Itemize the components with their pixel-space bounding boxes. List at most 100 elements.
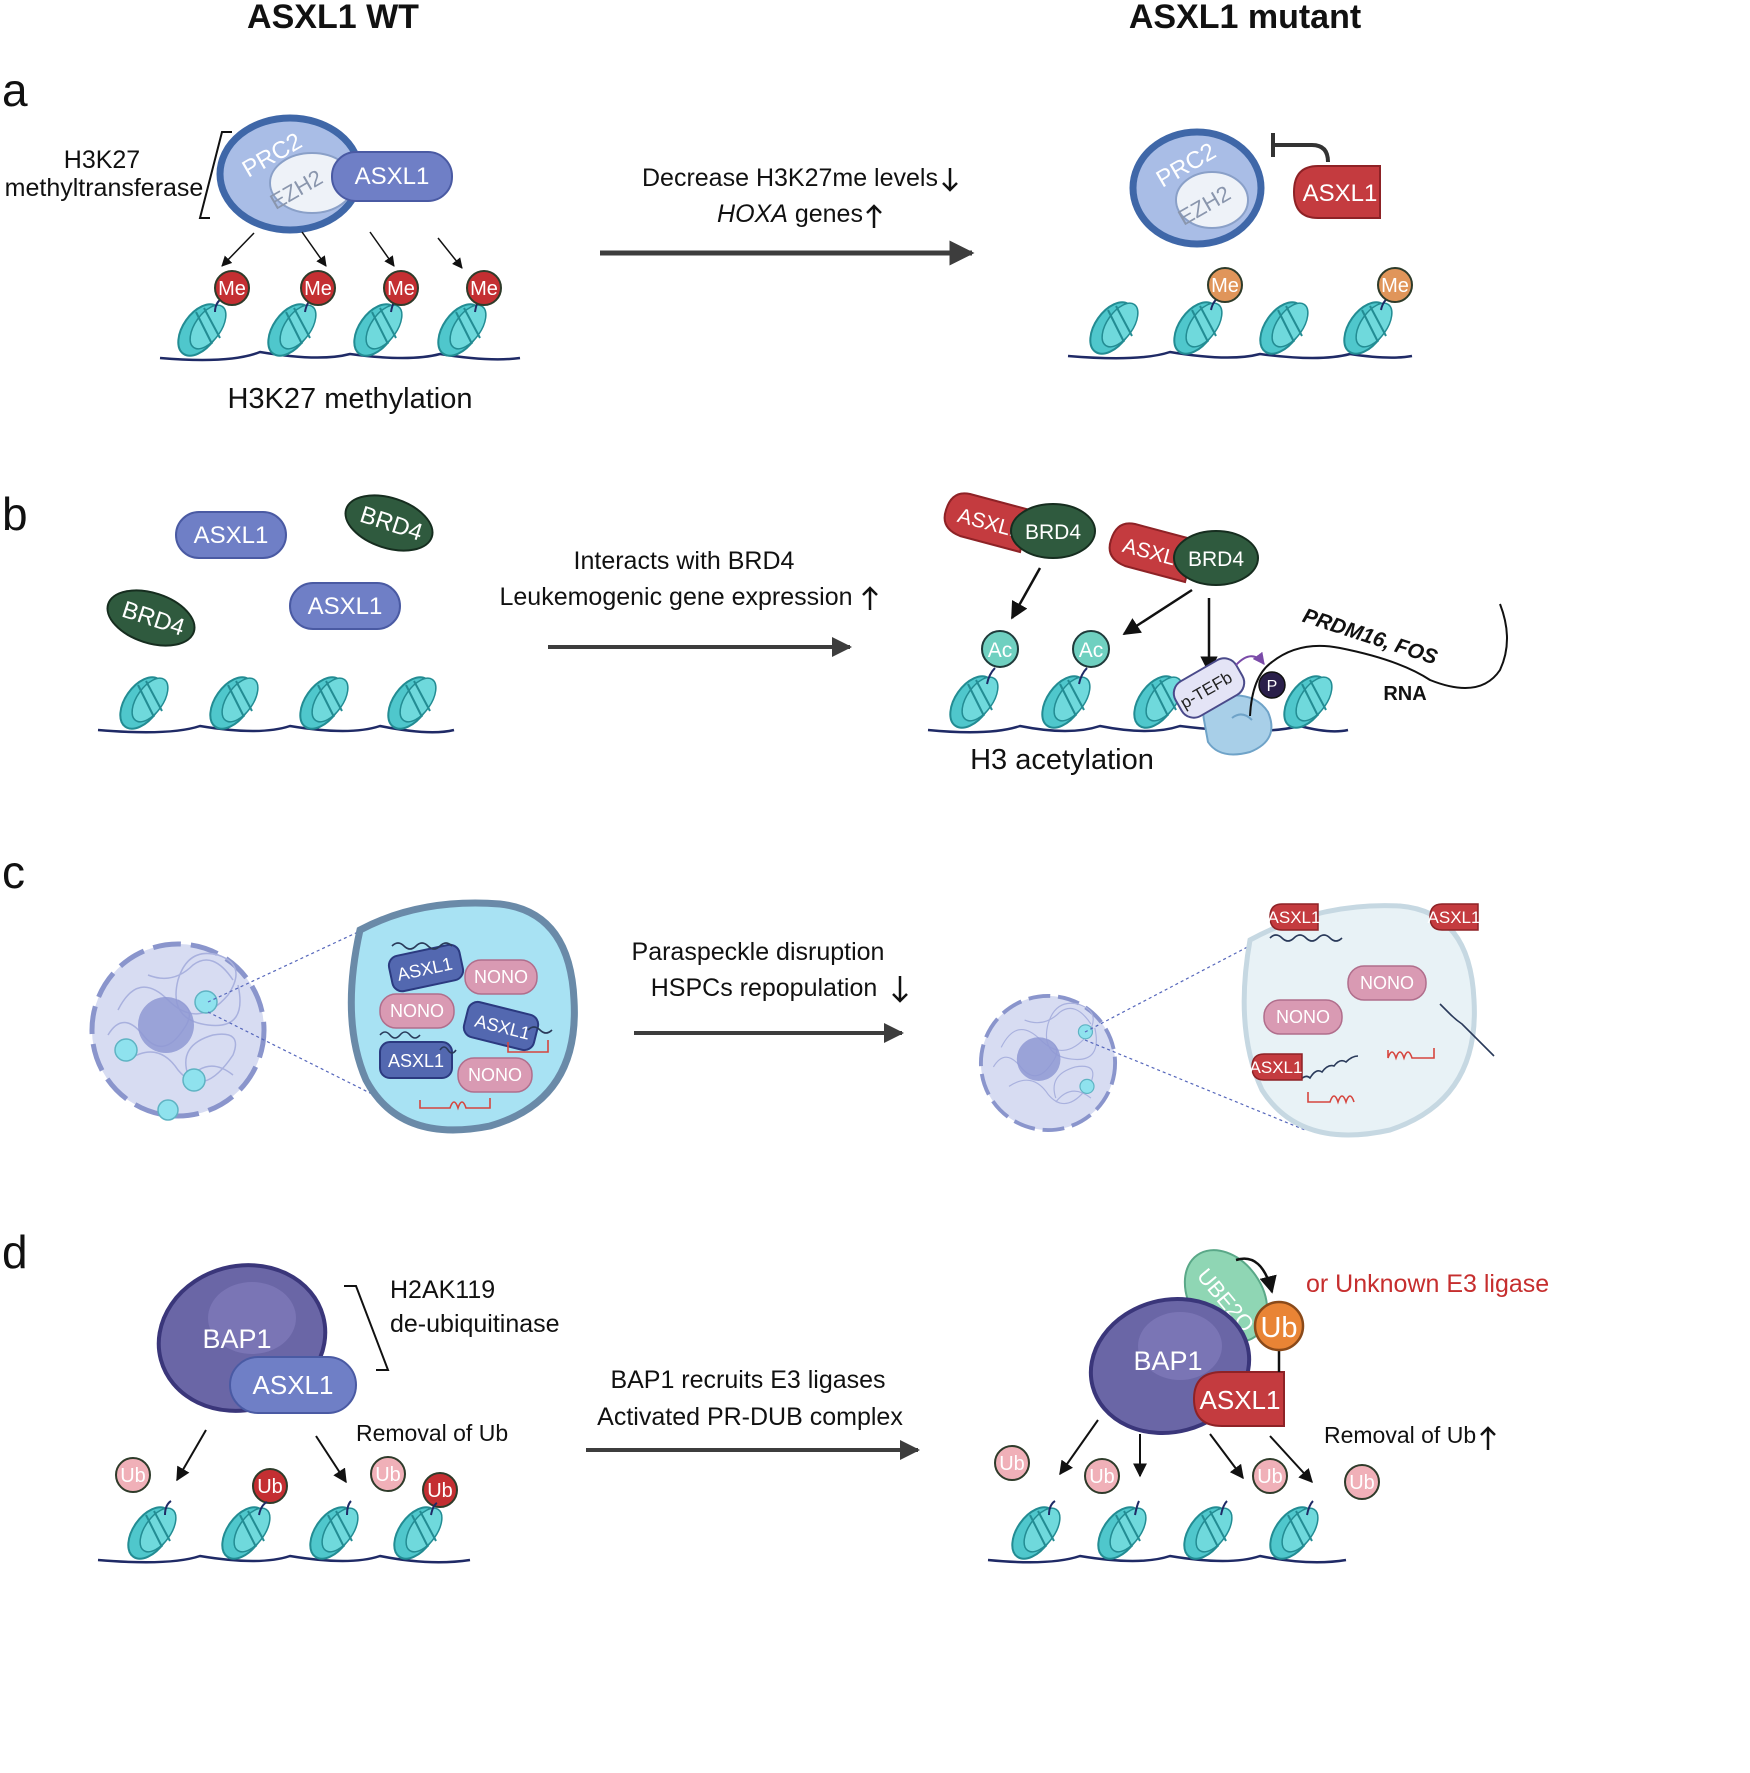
me-mark-mut-1: Me <box>1211 275 1239 297</box>
nucleosomes-a-wt <box>168 295 494 365</box>
ub-marks-wt: Ub Ub Ub Ub <box>115 1456 458 1508</box>
asxl1-wt-a <box>331 151 453 202</box>
ac-marks: Ac Ac <box>981 630 1110 668</box>
me-marks-mut: Me Me <box>1207 267 1413 303</box>
asxl1-label-b-2: ASXL1 <box>308 593 383 620</box>
me-marks-wt: Me Me Me Me <box>214 270 502 306</box>
methyltransferase-label: methyltransferase <box>5 174 204 202</box>
ub-orange <box>1253 1300 1305 1352</box>
me-mark-wt-1: Me <box>218 278 246 300</box>
p-label: P <box>1267 678 1278 695</box>
asxl1-c-wt-1 <box>387 943 465 993</box>
brd4-wt-b-2: BRD4 <box>106 589 196 647</box>
brd4-label-b-mut-1: BRD4 <box>1025 521 1081 544</box>
asxl1-label-a-wt: ASXL1 <box>355 163 430 190</box>
nono-c-mut-2 <box>1263 999 1343 1035</box>
prc2-complex-mut: PRC2 EZH2 <box>1129 128 1265 248</box>
mutant-b-arrows <box>1010 567 1218 674</box>
me-mark-wt-4: Me <box>470 278 498 300</box>
histone-tails-a-wt <box>214 295 482 313</box>
cell-nucleus-mut <box>978 993 1118 1133</box>
inhibition-line-a <box>1271 133 1330 163</box>
ub-mark-mut-3: Ub <box>1257 1466 1283 1488</box>
panel-label-c: c <box>2 846 25 898</box>
ub-orange-label: Ub <box>1260 1312 1297 1344</box>
asxl1-c-mut-2: ASXL1 <box>1428 903 1481 931</box>
asxl1-wt-b-2 <box>289 582 401 630</box>
arrow-a-line1-down <box>942 168 958 192</box>
h3-acetylation-label: H3 acetylation <box>970 744 1154 776</box>
zoom-line-mut-top <box>1084 929 1281 1033</box>
arrow-b-line1: Interacts with BRD4 <box>574 547 795 575</box>
ub-mark-wt-bound-2: Ub <box>427 1480 453 1502</box>
asxl1-label-d-wt: ASXL1 <box>253 1370 334 1400</box>
dna-strand-a-mut <box>1067 350 1413 360</box>
ub-mark-mut-2: Ub <box>1089 1466 1115 1488</box>
removal-up-arrow <box>1480 1426 1496 1450</box>
cell-nucleus-wt <box>92 944 264 1121</box>
asxl1-label-c-wt-3: ASXL1 <box>388 1051 444 1071</box>
rna-strand <box>1249 603 1508 717</box>
phosphorylation-arrow <box>1235 651 1265 666</box>
bap1-label-mut: BAP1 <box>1133 1346 1202 1376</box>
panel-b: b ASXL1 ASXL1 BRD4 BRD4 Interacts with B… <box>2 488 1508 776</box>
panel-label-b: b <box>2 488 28 540</box>
asxl1-c-wt-3 <box>379 1041 453 1079</box>
arrow-b-up <box>862 586 878 610</box>
asxl1-c-mut-1: ASXL1 <box>1268 903 1320 931</box>
asxl1-label-c-mut-2: ASXL1 <box>1428 908 1481 927</box>
asxl1-brd4-complex-2: ASXL1 BRD4 <box>1108 522 1259 586</box>
bap1-label-wt: BAP1 <box>202 1324 271 1354</box>
asxl1-wt-d <box>229 1356 357 1414</box>
nucleosomes-a-mut <box>1080 293 1400 363</box>
me-mark-wt-3: Me <box>387 278 415 300</box>
dna-strand-d-wt <box>97 1554 471 1564</box>
arrow-c-line1: Paraspeckle disruption <box>632 938 885 966</box>
nono-c-mut-1 <box>1347 965 1427 1001</box>
dna-strand-b-mut <box>927 724 1349 734</box>
panel-a: a H3K27 methyltransferase PRC2 EZH2 ASXL… <box>2 64 1413 415</box>
bracket-a <box>198 131 232 219</box>
dna-strand-d-mut <box>987 1554 1347 1564</box>
arrow-a-line2: HOXA genes <box>717 200 863 228</box>
nono-c-wt-1 <box>464 959 538 995</box>
ub-mark-mut-1: Ub <box>999 1453 1025 1475</box>
nono-label-c-wt-1: NONO <box>474 967 528 987</box>
histone-tails-b-mut <box>986 667 1088 685</box>
h3k27-label: H3K27 <box>64 146 140 174</box>
nono-label-c-mut-1: NONO <box>1360 973 1414 993</box>
bracket-d <box>344 1285 390 1371</box>
unknown-e3-label: or Unknown E3 ligase <box>1306 1270 1549 1298</box>
asxl1-label-c-mut-3: ASXL1 <box>1250 1058 1303 1077</box>
panel-label-a: a <box>2 64 28 116</box>
me-mark-wt-2: Me <box>304 278 332 300</box>
ac-mark-2: Ac <box>1079 639 1104 662</box>
h2ak119-label: H2AK119 <box>390 1276 495 1304</box>
nono-label-c-mut-2: NONO <box>1276 1007 1330 1027</box>
p-mark <box>1258 671 1286 699</box>
removal-arrows-mut <box>1059 1419 1313 1484</box>
brd4-label-b-mut-2: BRD4 <box>1188 548 1244 571</box>
ub-mark-wt-bound-1: Ub <box>257 1476 283 1498</box>
paraspeckle-mut: NONO NONO <box>1241 903 1495 1138</box>
bap1-asxl1-complex-wt: BAP1 ASXL1 <box>156 1263 357 1414</box>
panel-c: c ASXL1 NONO NONO ASXL1 ASXL1 NONO <box>2 846 1495 1138</box>
brd4-wt-b-1: BRD4 <box>344 494 434 552</box>
asxl1-wt-b-1 <box>175 511 287 559</box>
arrow-d-line2: Activated PR-DUB complex <box>597 1403 903 1431</box>
ubiquitination-arrow <box>1235 1257 1277 1294</box>
removal-of-ub-label-mut: Removal of Ub <box>1324 1422 1476 1448</box>
nono-c-wt-3 <box>457 1057 533 1093</box>
arrow-b-line2: Leukemogenic gene expression <box>499 583 852 611</box>
asxl1-label-b-1: ASXL1 <box>194 522 269 549</box>
panel-d: d BAP1 ASXL1 H2AK119 de-ubiquitinase Rem… <box>2 1226 1549 1568</box>
asxl1-c-mut-3: ASXL1 <box>1250 1053 1303 1081</box>
arrow-d-line1: BAP1 recruits E3 ligases <box>610 1366 885 1394</box>
prdm16-fos-label: PRDM16, FOS <box>1300 604 1440 669</box>
me-mark-mut-2: Me <box>1381 275 1409 297</box>
rna-label: RNA <box>1383 683 1426 705</box>
arrow-c-line2: HSPCs repopulation <box>651 974 878 1002</box>
asxl1-c-wt-2 <box>462 1000 540 1052</box>
h3k27-methylation-label: H3K27 methylation <box>227 383 472 415</box>
